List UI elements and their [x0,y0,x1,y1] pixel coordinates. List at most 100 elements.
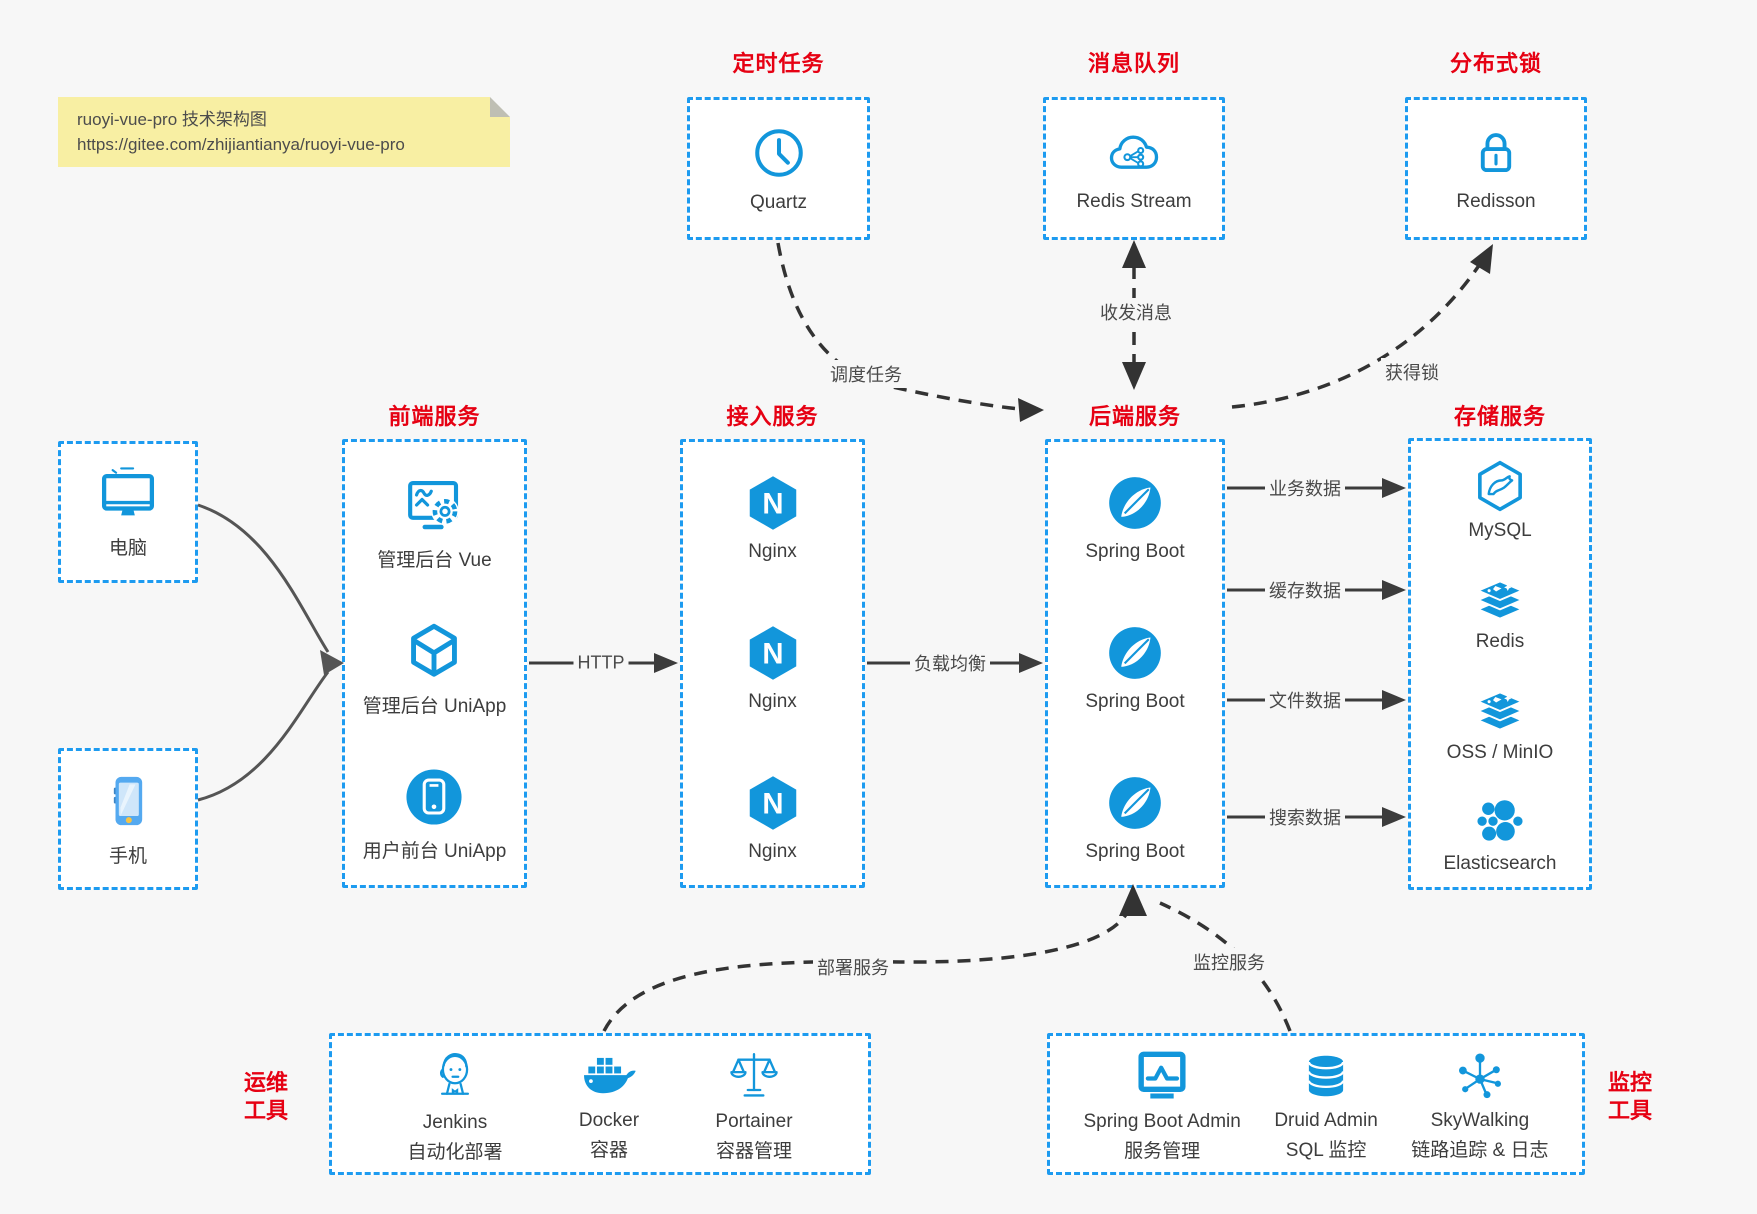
scales-icon [730,1053,778,1097]
item-label: Spring Boot [1085,691,1185,712]
nginx-icon: N [749,626,796,680]
ops-title-line2: 工具 [243,1097,288,1123]
elasticsearch-icon [1477,800,1523,841]
edge-label-http: HTTP [573,651,629,675]
tool-desc: 链路追踪 & 日志 [1411,1140,1549,1161]
ops-item-docker: Docker 容器 [578,1048,640,1163]
backend-service-box: Spring Boot Spring Boot Spring Boot [1045,439,1225,888]
monitoring-item-druid: Druid Admin SQL 监控 [1274,1048,1378,1163]
lock-group-title: 分布式锁 [1449,51,1542,76]
client-arrowhead [320,650,344,675]
monitoring-tools-box: Spring Boot Admin 服务管理 Druid Admin SQL 监… [1047,1033,1585,1175]
lock-box: Redisson [1405,97,1587,240]
frontend-item-user-uniapp: 用户前台 UniApp [362,765,507,863]
tool-name: SkyWalking [1430,1110,1530,1132]
cloud-stream-icon [1109,135,1159,169]
svg-text:N: N [762,638,783,670]
tool-desc: SQL 监控 [1285,1140,1367,1161]
client-curves [197,503,330,802]
tool-name: Druid Admin [1274,1110,1378,1132]
monitor-chart-icon [1138,1051,1186,1099]
item-label: Spring Boot [1085,841,1185,862]
ops-side-title: 运维 工具 [237,1069,295,1124]
tool-desc: 自动化部署 [407,1142,503,1163]
edge-label-lock: 获得锁 [1381,358,1443,386]
scheduler-group-title: 定时任务 [732,51,825,76]
ops-title-line1: 运维 [243,1070,288,1095]
edge-label-schedule: 调度任务 [826,360,906,388]
oss-stack-icon [1477,691,1523,731]
spring-icon [1109,477,1161,529]
tool-name: Spring Boot Admin [1083,1111,1241,1133]
edge-label-deploy: 部署服务 [813,953,893,981]
edge-label-file-data: 文件数据 [1265,686,1345,714]
tool-name: Docker [578,1110,640,1132]
spring-icon [1109,627,1161,679]
backend-item-spring-2: Spring Boot [1085,622,1185,713]
tool-desc: 容器管理 [715,1141,792,1162]
ops-item-jenkins: Jenkins 自动化部署 [407,1046,502,1165]
item-label: MySQL [1468,520,1532,541]
note-title: ruoyi-vue-pro 技术架构图 [77,110,267,129]
tool-desc: 服务管理 [1124,1141,1201,1162]
monitoring-item-sba: Spring Boot Admin 服务管理 [1083,1047,1241,1164]
storage-item-oss-minio: OSS / MinIO [1447,685,1553,764]
database-icon [1307,1056,1345,1097]
item-label: 手机 [108,845,147,867]
item-label: Spring Boot [1085,541,1185,562]
spring-icon [1109,777,1161,829]
client-computer-box: 电脑 [58,441,198,583]
edge-label-cache-data: 缓存数据 [1265,576,1345,604]
note-url: https://gitee.com/zhijiantianya/ruoyi-vu… [77,134,405,154]
frontend-item-admin-uniapp: 管理后台 UniApp [362,620,507,718]
ops-item-portainer: Portainer 容器管理 [715,1047,793,1164]
item-label: Redis Stream [1076,190,1192,212]
access-group-title: 接入服务 [726,404,819,429]
storage-item-mysql: MySQL [1468,457,1532,542]
monitoring-title-line2: 工具 [1607,1097,1652,1123]
edge-label-business-data: 业务数据 [1265,474,1345,502]
sticky-note: ruoyi-vue-pro 技术架构图 https://gitee.com/zh… [58,97,510,167]
item-label: 管理后台 UniApp [362,695,507,717]
edge-label-load-balance: 负载均衡 [910,649,990,677]
access-item-nginx-2: N Nginx [742,622,804,713]
item-label: 用户前台 UniApp [362,841,507,862]
tool-desc: 容器 [589,1140,628,1161]
padlock-icon [1480,132,1512,172]
tool-name: Portainer [715,1111,793,1133]
storage-group-title: 存储服务 [1453,404,1546,429]
nginx-icon: N [749,476,796,530]
backend-group-title: 后端服务 [1088,404,1181,429]
smartphone-icon [113,776,143,825]
item-label: Redisson [1456,190,1536,212]
frontend-item-admin-vue: 管理后台 Vue [377,472,492,572]
access-item-nginx-3: N Nginx [742,772,804,863]
admin-vue-icon [408,480,460,530]
client-phone-box: 手机 [58,748,198,890]
jenkins-icon [439,1053,469,1096]
item-label: 管理后台 Vue [377,550,492,571]
item-label: Elasticsearch [1443,853,1557,874]
tool-name: Jenkins [422,1112,488,1134]
uniapp-cube-icon [411,623,458,677]
edge-label-search-data: 搜索数据 [1265,803,1345,831]
mysql-icon [1478,460,1522,512]
edge-label-message: 收发消息 [1096,298,1176,326]
monitoring-side-title: 监控 工具 [1601,1069,1659,1124]
storage-item-elasticsearch: Elasticsearch [1444,796,1557,875]
monitoring-title-line1: 监控 [1607,1070,1652,1095]
access-service-box: N Nginx N Nginx N Nginx [680,439,865,888]
svg-text:N: N [762,488,783,520]
edge-label-monitoring: 监控服务 [1189,948,1269,976]
backend-item-spring-1: Spring Boot [1085,472,1185,563]
mq-box: Redis Stream [1043,97,1225,240]
item-label: Nginx [748,841,797,862]
item-label: Nginx [748,541,797,562]
scheduler-box: Quartz [687,97,870,240]
monitoring-item-skywalking: SkyWalking 链路追踪 & 日志 [1411,1048,1549,1163]
storage-service-box: MySQL Redis [1408,438,1592,890]
frontend-service-box: 管理后台 Vue 管理后台 UniApp 用户前台 UniApp [342,439,527,888]
clock-icon [754,128,803,177]
user-app-icon [406,769,463,825]
